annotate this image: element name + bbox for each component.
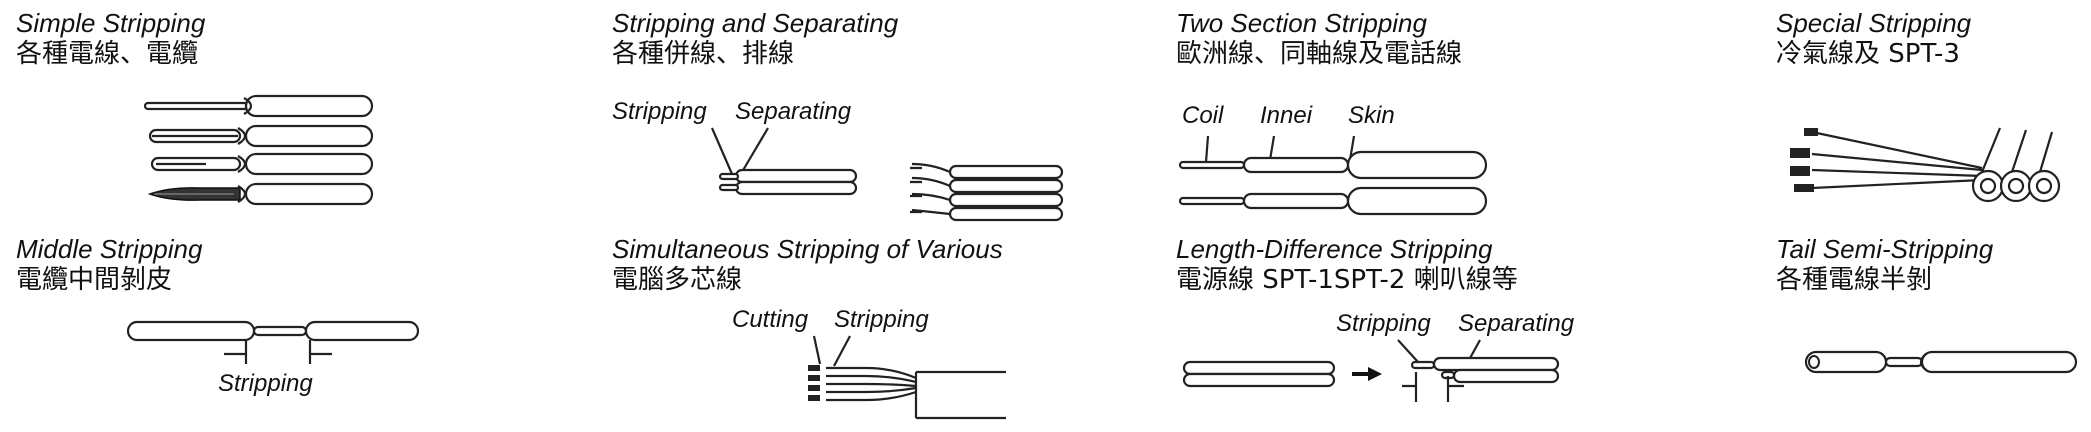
cable-illustration: [143, 94, 374, 206]
panel-simple-stripping: Simple Stripping 各種電線、電纜: [16, 8, 576, 208]
label-cutting: Cutting: [732, 306, 809, 333]
panel-title-zh: 電腦多芯線: [612, 265, 743, 295]
panel-length-difference-stripping: Length-Difference Stripping 電源線 SPT-1SPT…: [1176, 234, 1756, 424]
panel-title-zh: 各種電線、電纜: [16, 39, 199, 69]
label-coil: Coil: [1182, 102, 1224, 129]
panel-title-zh: 各種電線半剝: [1776, 265, 1933, 295]
panel-simultaneous-stripping: Simultaneous Stripping of Various 電腦多芯線 …: [612, 234, 1152, 424]
panel-title-en: Simple Stripping: [16, 8, 206, 38]
panel-title-zh: 各種併線、排線: [612, 39, 795, 69]
multicore-illustration: [808, 335, 1006, 420]
spt3-illustration: [1790, 127, 2061, 203]
panel-stripping-separating: Stripping and Separating 各種併線、排線 Strippi…: [612, 8, 1152, 222]
middle-strip-illustration: [126, 320, 420, 364]
panel-title-zh: 歐洲線、同軸線及電話線: [1176, 39, 1463, 69]
panel-title-zh: 電纜中間剝皮: [16, 265, 173, 295]
label-stripping: Stripping: [612, 98, 707, 125]
two-section-illustration: [1178, 135, 1488, 216]
panel-title-zh: 電源線 SPT-1SPT-2 喇叭線等: [1176, 265, 1518, 295]
label-innei: Innei: [1260, 102, 1313, 129]
label-stripping: Stripping: [218, 370, 313, 397]
tail-semi-strip-illustration: [1804, 350, 2078, 374]
label-skin: Skin: [1348, 102, 1395, 129]
label-stripping: Stripping: [1336, 310, 1431, 337]
panel-title-en: Length-Difference Stripping: [1176, 234, 1493, 264]
panel-title-en: Special Stripping: [1776, 8, 1972, 38]
panel-two-section-stripping: Two Section Stripping 歐洲線、同軸線及電話線 Coil I…: [1176, 8, 1736, 216]
panel-title-en: Two Section Stripping: [1176, 8, 1427, 38]
panel-title-en: Middle Stripping: [16, 234, 203, 264]
flat-cable-illustration: [710, 127, 1064, 222]
label-stripping: Stripping: [834, 306, 929, 333]
panel-tail-semi-stripping: Tail Semi-Stripping 各種電線半剝: [1776, 234, 2086, 424]
panel-title-zh: 冷氣線及 SPT-3: [1776, 39, 1960, 69]
label-separating: Separating: [1458, 310, 1575, 337]
panel-middle-stripping: Middle Stripping 電纜中間剝皮 Stripping: [16, 234, 576, 424]
panel-title-en: Tail Semi-Stripping: [1776, 234, 1994, 264]
panel-title-en: Simultaneous Stripping of Various: [612, 234, 1003, 264]
panel-special-stripping: Special Stripping 冷氣線及 SPT-3: [1776, 8, 2086, 208]
length-difference-illustration: [1182, 339, 1560, 402]
label-separating: Separating: [735, 98, 852, 125]
panel-title-en: Stripping and Separating: [612, 8, 899, 38]
